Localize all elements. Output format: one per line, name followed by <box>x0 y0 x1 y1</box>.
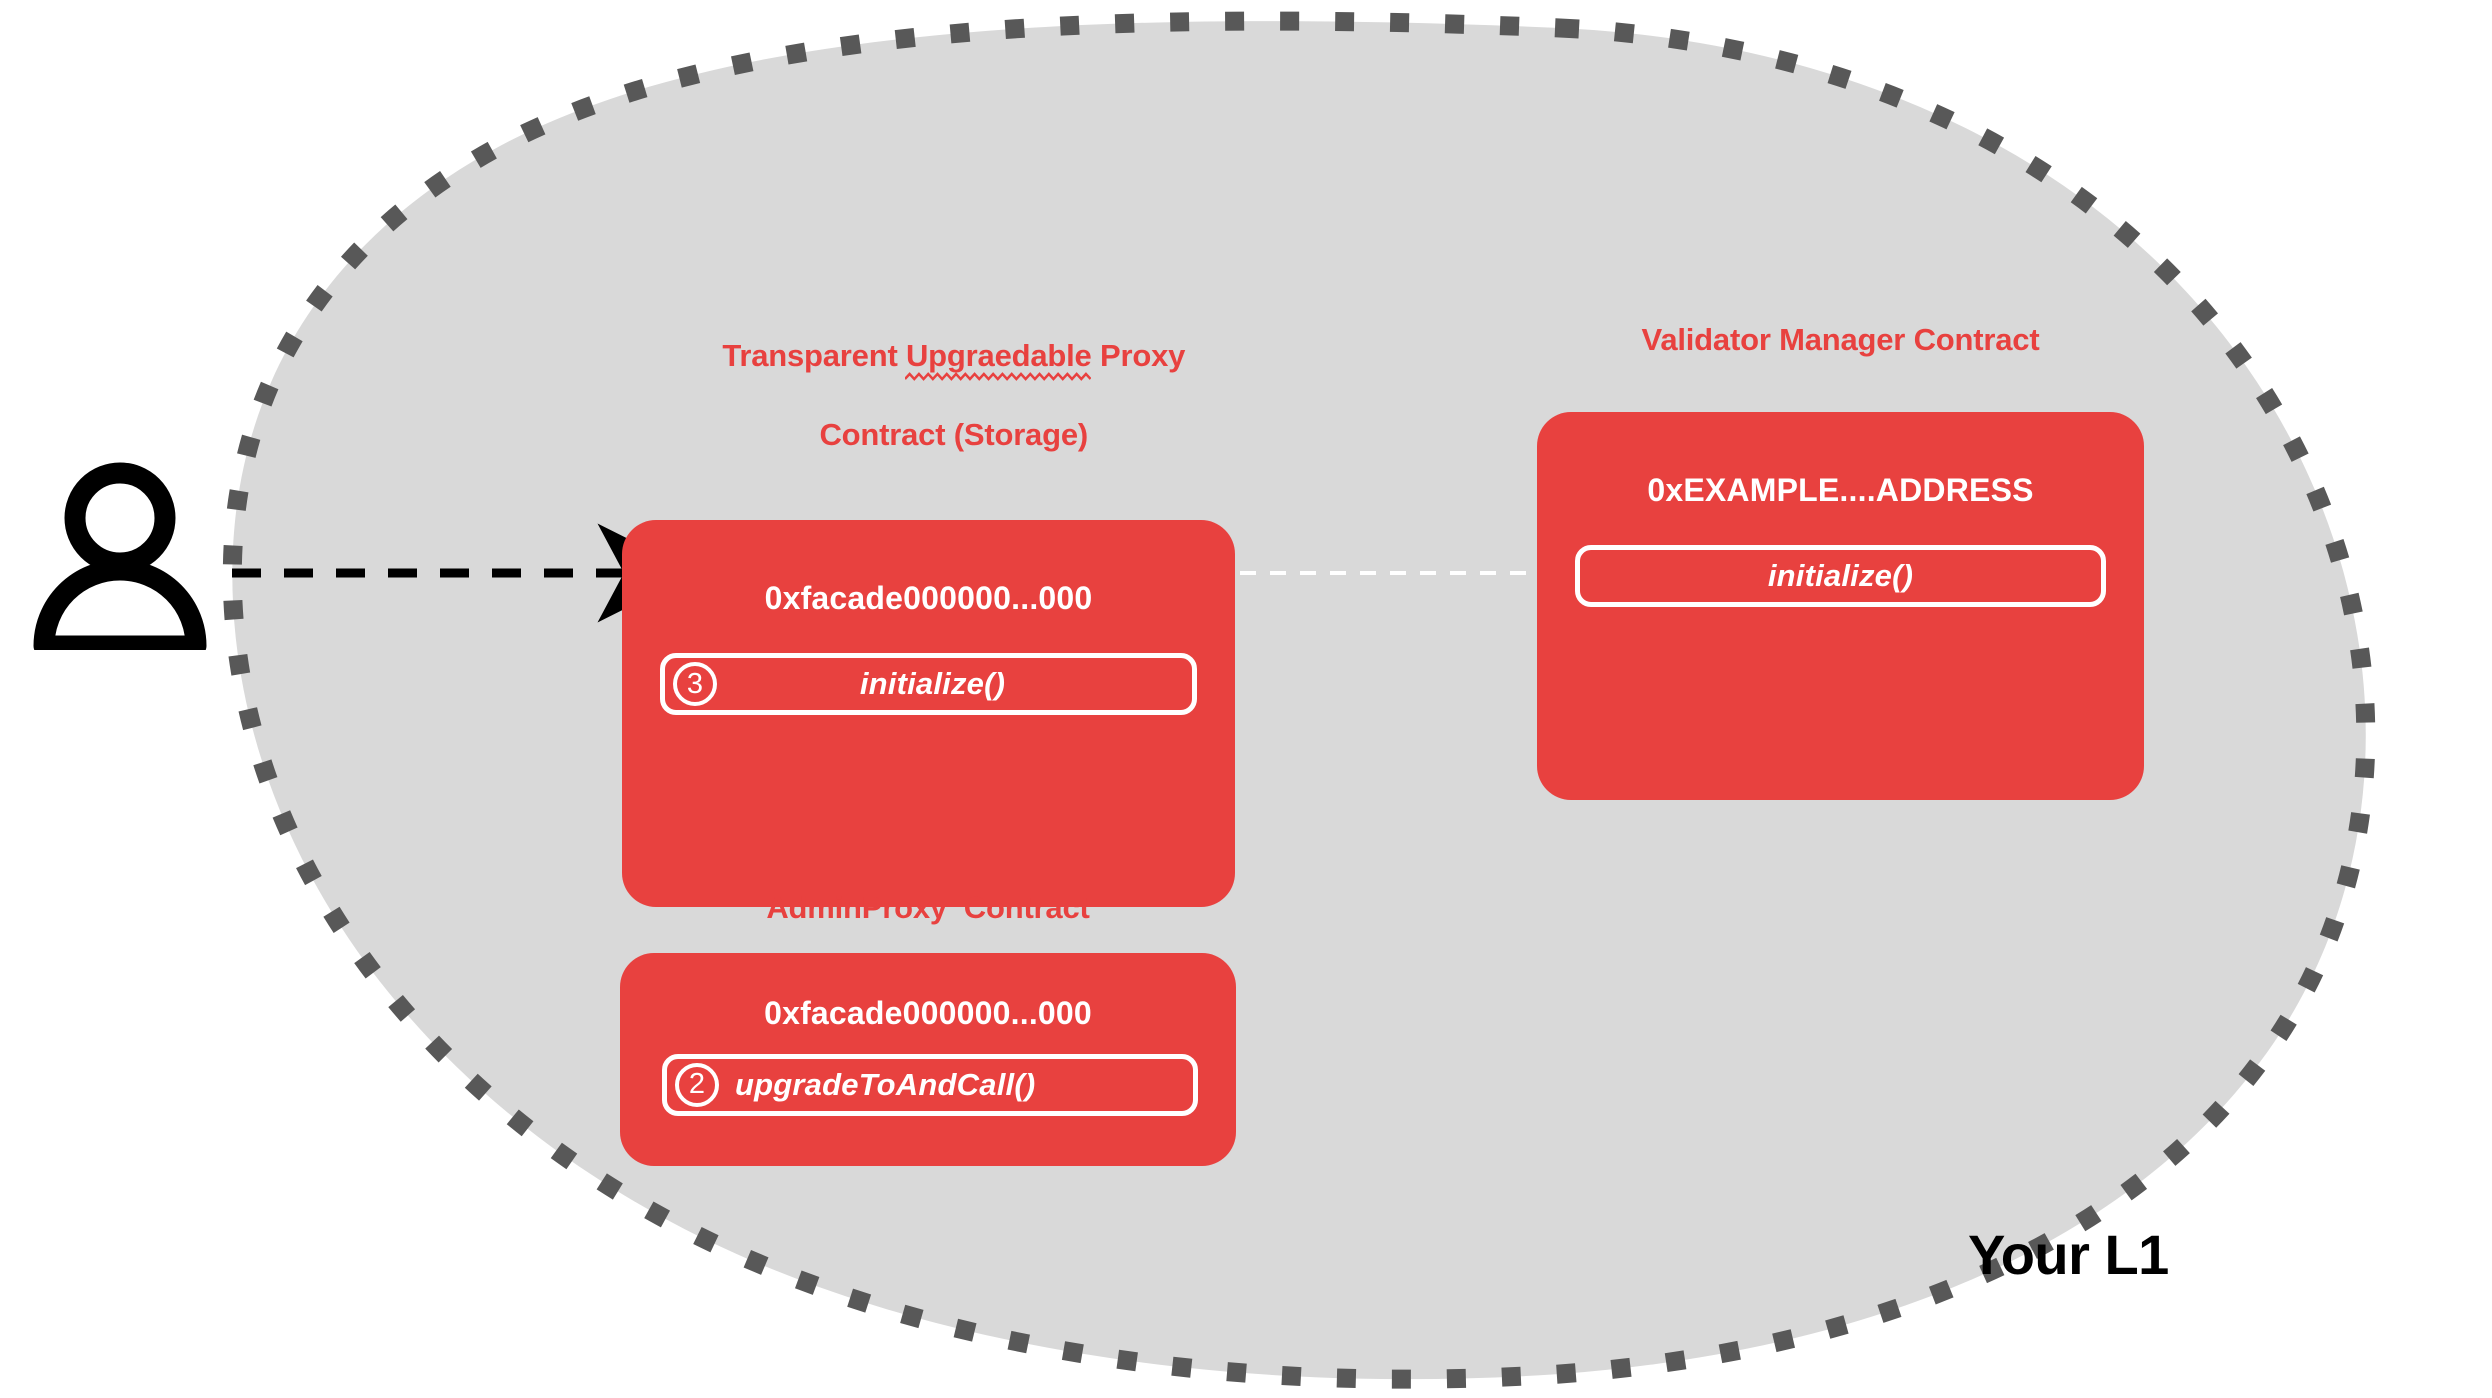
contract-address: 0xEXAMPLE....ADDRESS <box>1647 471 2034 508</box>
contract-label-line1-prefix: Transparent <box>722 337 906 373</box>
step-badge: 3 <box>673 662 717 707</box>
contract-transparent-upgradeable-proxy[interactable]: Transparent Upgraedable Proxy Contract (… <box>622 296 1235 908</box>
contract-card[interactable]: 0xfacade000000...000 2 upgradeToAndCall(… <box>620 952 1236 1166</box>
contract-label-misspelled: Upgraedable <box>906 337 1092 373</box>
contract-label: Validator Manager Contract <box>1641 322 2040 357</box>
contract-label: AdminProxy Contract <box>766 890 1090 925</box>
contract-card[interactable]: 0xEXAMPLE....ADDRESS initialize() <box>1537 411 2144 800</box>
contract-address: 0xfacade000000...000 <box>764 580 1093 617</box>
contract-label-line2: Contract (Storage) <box>819 417 1088 453</box>
contract-label-line1-suffix: Proxy <box>1091 337 1186 373</box>
method-name: upgradeToAndCall() <box>735 1066 1036 1102</box>
method-name: initialize() <box>1767 557 1914 593</box>
network-label: Your L1 <box>1968 1223 2169 1286</box>
contract-admin-proxy[interactable]: AdminProxy Contract 0xfacade000000...000… <box>620 888 1236 1166</box>
step-badge: 2 <box>675 1062 719 1107</box>
method-pill-initialize[interactable]: 3 initialize() <box>660 653 1197 716</box>
method-pill-initialize[interactable]: initialize() <box>1575 544 2106 607</box>
misspelled-word-wrapper: Upgraedable <box>905 336 1092 382</box>
contract-label: Transparent Upgraedable Proxy Contract (… <box>622 296 1235 494</box>
spellcheck-squiggle-icon <box>905 372 1091 382</box>
method-pill-upgrade-to-and-call[interactable]: 2 upgradeToAndCall() <box>662 1053 1198 1116</box>
method-name: initialize() <box>859 666 1006 702</box>
contract-card[interactable]: 0xfacade000000...000 3 initialize() <box>622 520 1235 908</box>
contract-address: 0xfacade000000...000 <box>764 994 1092 1031</box>
person-icon <box>30 460 210 657</box>
contract-validator-manager[interactable]: Validator Manager Contract 0xEXAMPLE....… <box>1537 320 2144 800</box>
